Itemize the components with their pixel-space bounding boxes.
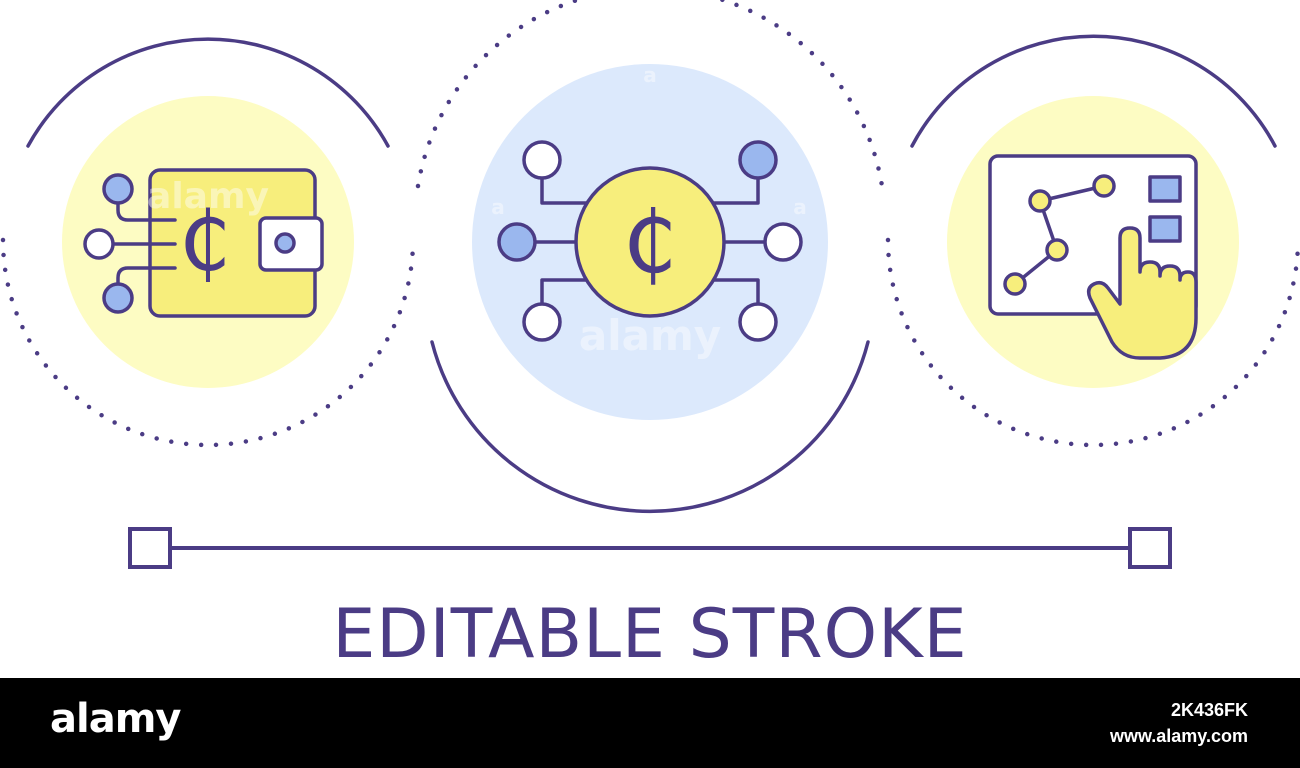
network-node-top-left [522,140,562,180]
cedi-coin [574,166,726,318]
graph-line [1013,184,1106,286]
graph-point-2 [1045,238,1069,262]
editable-stroke-indicator [128,527,1172,569]
wallet-currency-symbol: ₵ [179,195,231,290]
watermark-left: alamy [147,176,269,217]
loop-connectors [0,0,1300,514]
circuit-node-middle [83,228,115,260]
watermark-small-2: a [643,63,657,87]
right-top-arc [910,34,1277,148]
coin-currency-symbol: ₵ [623,193,678,293]
network-lines [533,176,767,307]
pointing-hand [1086,226,1198,360]
watermark-small-3: a [793,195,807,219]
circuit-node-top [102,173,134,205]
alamy-logo: alamy [50,696,181,742]
network-node-top-right [738,140,778,180]
center-bottom-arc [430,340,870,514]
circuit-node-bottom [102,282,134,314]
watermarks: alamy alamy a a a a [147,63,1000,627]
network-node-bottom-right [738,302,778,342]
network-node-bottom-left [522,302,562,342]
dashboard-block-top [1148,175,1182,203]
watermark-small-1: a [491,195,505,219]
graph-point-4 [1092,174,1116,198]
network-node-mid-right [763,222,803,262]
wallet-button [274,232,296,254]
image-id: 2K436FK [1170,700,1248,720]
loop-illustration: ₵ ₵ alamy alamy a a a a [0,0,1300,627]
touch-dashboard-icon [988,154,1198,360]
cedi-network-icon [497,140,803,342]
graph-point-1 [1003,272,1027,296]
watermark-center: alamy [579,311,721,360]
left-top-arc [26,37,390,148]
stock-footer-bar: alamy 2K436FK www.alamy.com [0,678,1300,768]
network-node-mid-left [497,222,537,262]
stroke-handle-right [1128,527,1172,569]
editable-stroke-headline: EDITABLE STROKE [332,595,968,674]
crypto-wallet-icon [83,168,324,318]
stroke-handle-left [128,527,172,569]
site-url: www.alamy.com [1109,726,1248,746]
watermark-small-4: a [986,603,1000,627]
graph-point-3 [1028,189,1052,213]
dashboard-block-bottom [1148,215,1182,243]
